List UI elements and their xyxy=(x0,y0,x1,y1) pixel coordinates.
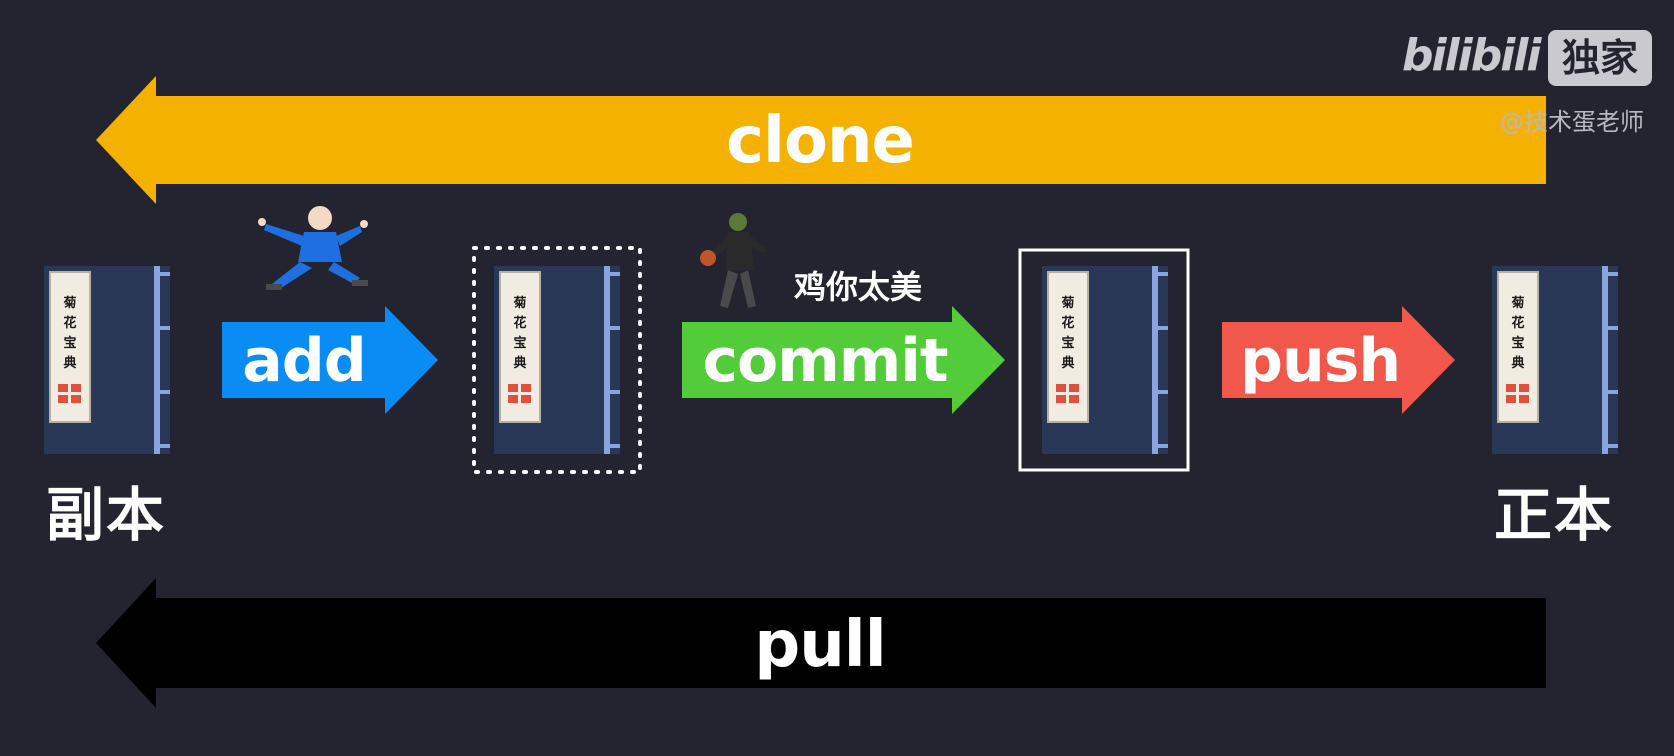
add-arrow xyxy=(222,306,438,414)
clone-arrow xyxy=(96,76,1546,204)
exclusive-badge: 独家 xyxy=(1548,30,1652,86)
basketball-player-icon xyxy=(700,213,768,308)
book-title-char: 宝 xyxy=(63,336,77,351)
book-title-char: 菊 xyxy=(1061,296,1075,311)
book-committed: 菊 花 宝 典 xyxy=(1042,266,1168,454)
book-cover-icon xyxy=(1492,266,1618,454)
author-watermark: @技术蛋老师 xyxy=(1500,108,1644,136)
book-local: 菊 花 宝 典 xyxy=(44,266,170,454)
book-title-char: 花 xyxy=(1511,316,1525,331)
book-title-char: 花 xyxy=(513,316,527,331)
book-staged: 菊 花 宝 典 xyxy=(494,266,620,454)
book-title-char: 宝 xyxy=(513,336,527,351)
book-cover-icon xyxy=(494,266,620,454)
push-label: push xyxy=(1240,326,1401,396)
repo-solid-frame xyxy=(1018,248,1190,472)
local-copy-label: 副本 xyxy=(46,481,167,549)
book-cover-icon xyxy=(1042,266,1168,454)
remote-original-label: 正本 xyxy=(1494,481,1615,549)
book-title-char: 花 xyxy=(63,316,77,331)
pull-label: pull xyxy=(754,608,886,682)
book-title-char: 典 xyxy=(63,356,77,371)
book-title: 菊 花 宝 典 xyxy=(1508,294,1528,412)
staging-dotted-frame xyxy=(472,246,642,474)
book-title: 菊 花 宝 典 xyxy=(1058,294,1078,412)
book-title: 菊 花 宝 典 xyxy=(510,294,530,412)
book-title-char: 典 xyxy=(1061,356,1075,371)
pull-arrow xyxy=(96,578,1546,708)
book-title-char: 菊 xyxy=(63,296,77,311)
book-title-char: 宝 xyxy=(1061,336,1075,351)
clone-label: clone xyxy=(726,104,915,178)
exclusive-badge-text: 独家 xyxy=(1561,36,1638,80)
add-label: add xyxy=(242,326,366,396)
push-arrow xyxy=(1222,306,1455,414)
commit-message: 鸡你太美 xyxy=(794,268,923,306)
kungfu-figure-icon xyxy=(258,206,368,290)
book-title-char: 典 xyxy=(1511,356,1525,371)
book-title-char: 菊 xyxy=(513,296,527,311)
commit-arrow xyxy=(682,306,1005,414)
book-title-char: 菊 xyxy=(1511,296,1525,311)
book-title-char: 宝 xyxy=(1511,336,1525,351)
commit-label: commit xyxy=(702,326,948,396)
book-remote: 菊 花 宝 典 xyxy=(1492,266,1618,454)
book-cover-icon xyxy=(44,266,170,454)
book-title: 菊 花 宝 典 xyxy=(60,294,80,412)
book-title-char: 花 xyxy=(1061,316,1075,331)
book-title-char: 典 xyxy=(513,356,527,371)
bilibili-logo: bilibili xyxy=(1402,30,1541,81)
